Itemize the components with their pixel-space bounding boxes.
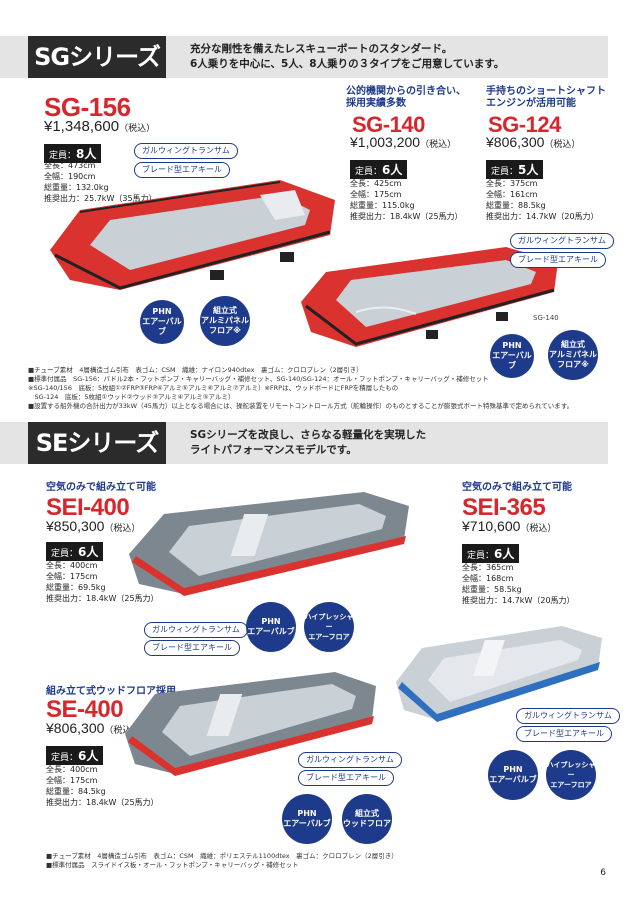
se400-price: ¥806,300（税込） (46, 720, 141, 736)
sei400-pill-gullwing: ガルウィングトランサム (144, 622, 248, 638)
sg140-capacity: 定員：6人 (350, 160, 408, 179)
se400-capacity: 定員：6人 (46, 746, 104, 765)
sg-notes: ■チューブ素材 4層構造ゴム引布 表ゴム：CSM 織維：ナイロン940dtex … (28, 366, 574, 410)
sg-series-title: SGシリーズ (28, 36, 166, 78)
sg140-tagline: 公的機関からの引き合い、採用実績多数 (346, 86, 466, 109)
se400-pill-keel: ブレード型エアキール (298, 770, 394, 786)
sei365-boat-image (396, 626, 602, 722)
sei400-boat-image (129, 492, 409, 596)
se-notes: ■チューブ素材 4層構造ゴム引布 表ゴム：CSM 織維：ポリエステル1100dt… (46, 852, 398, 869)
sei365-pill-keel: ブレード型エアキール (516, 726, 612, 742)
sg156-pill-gullwing: ガルウィングトランサム (134, 143, 238, 159)
se400-wood-floor-badge: 組立式ウッドフロア (342, 794, 392, 844)
sei365-tagline: 空気のみで組み立て可能 (462, 482, 572, 493)
sg156-model: SG-156 (44, 92, 131, 122)
sg140-price: ¥1,003,200（税込） (350, 134, 457, 150)
sg124-price: ¥806,300（税込） (486, 134, 581, 150)
se-series-title: SEシリーズ (28, 422, 166, 464)
sg-series-banner: SGシリーズ 充分な剛性を備えたレスキューボートのスタンダード。 6人乗りを中心… (0, 36, 608, 78)
sg124-pill-keel: ブレード型エアキール (510, 252, 606, 268)
sei400-high-pressure-floor-badge: ハイプレッシャーエアーフロア (304, 602, 354, 652)
sei365-high-pressure-floor-badge: ハイプレッシャーエアーフロア (546, 750, 596, 800)
sg140-boat-image (301, 247, 558, 347)
se400-boat-image (125, 672, 376, 776)
sg-series-description: 充分な剛性を備えたレスキューボートのスタンダード。 6人乗りを中心に、5人、8人… (190, 43, 505, 70)
sei400-pill-keel: ブレード型エアキール (144, 640, 240, 656)
sei365-price: ¥710,600（税込） (462, 518, 557, 534)
sei400-model: SEI-400 (46, 494, 130, 521)
se400-pill-gullwing: ガルウィングトランサム (298, 752, 402, 768)
sei365-model: SEI-365 (462, 494, 546, 521)
sg124-pill-gullwing: ガルウィングトランサム (510, 233, 614, 249)
sg124-model: SG-124 (488, 112, 561, 137)
se-series-banner: SEシリーズ SGシリーズを改良し、さらなる軽量化を実現した ライトパフォーマン… (0, 422, 608, 464)
sei365-capacity: 定員：6人 (462, 544, 520, 563)
sei400-tagline: 空気のみで組み立て可能 (46, 482, 156, 493)
se400-tagline: 組み立て式ウッドフロア採用 (46, 686, 176, 697)
sg156-capacity: 定員：8人 (44, 144, 102, 163)
sei400-capacity: 定員：6人 (46, 542, 104, 561)
page-number: 6 (600, 868, 606, 878)
sg140-image-label: SG-140 (533, 314, 559, 322)
se-series-description: SGシリーズを改良し、さらなる軽量化を実現した ライトパフォーマンスモデルです。 (190, 429, 427, 456)
sg156-price: ¥1,348,600（税込） (44, 118, 156, 135)
se400-model: SE-400 (46, 696, 124, 723)
sg156-aluminum-floor-badge: 組立式アルミパネルフロア※ (200, 296, 250, 346)
sg156-pill-keel: ブレード型エアキール (134, 162, 230, 178)
sg124-aluminum-floor-badge: 組立式アルミパネルフロア※ (548, 330, 598, 380)
sei365-pill-gullwing: ガルウィングトランサム (516, 708, 620, 724)
sg156-boat-image (50, 180, 335, 290)
sg124-capacity: 定員：5人 (486, 160, 544, 179)
sg140-model: SG-140 (352, 112, 425, 137)
sg124-tagline: 手持ちのショートシャフトエンジンが活用可能 (486, 86, 606, 109)
sei400-price: ¥850,300（税込） (46, 518, 141, 534)
